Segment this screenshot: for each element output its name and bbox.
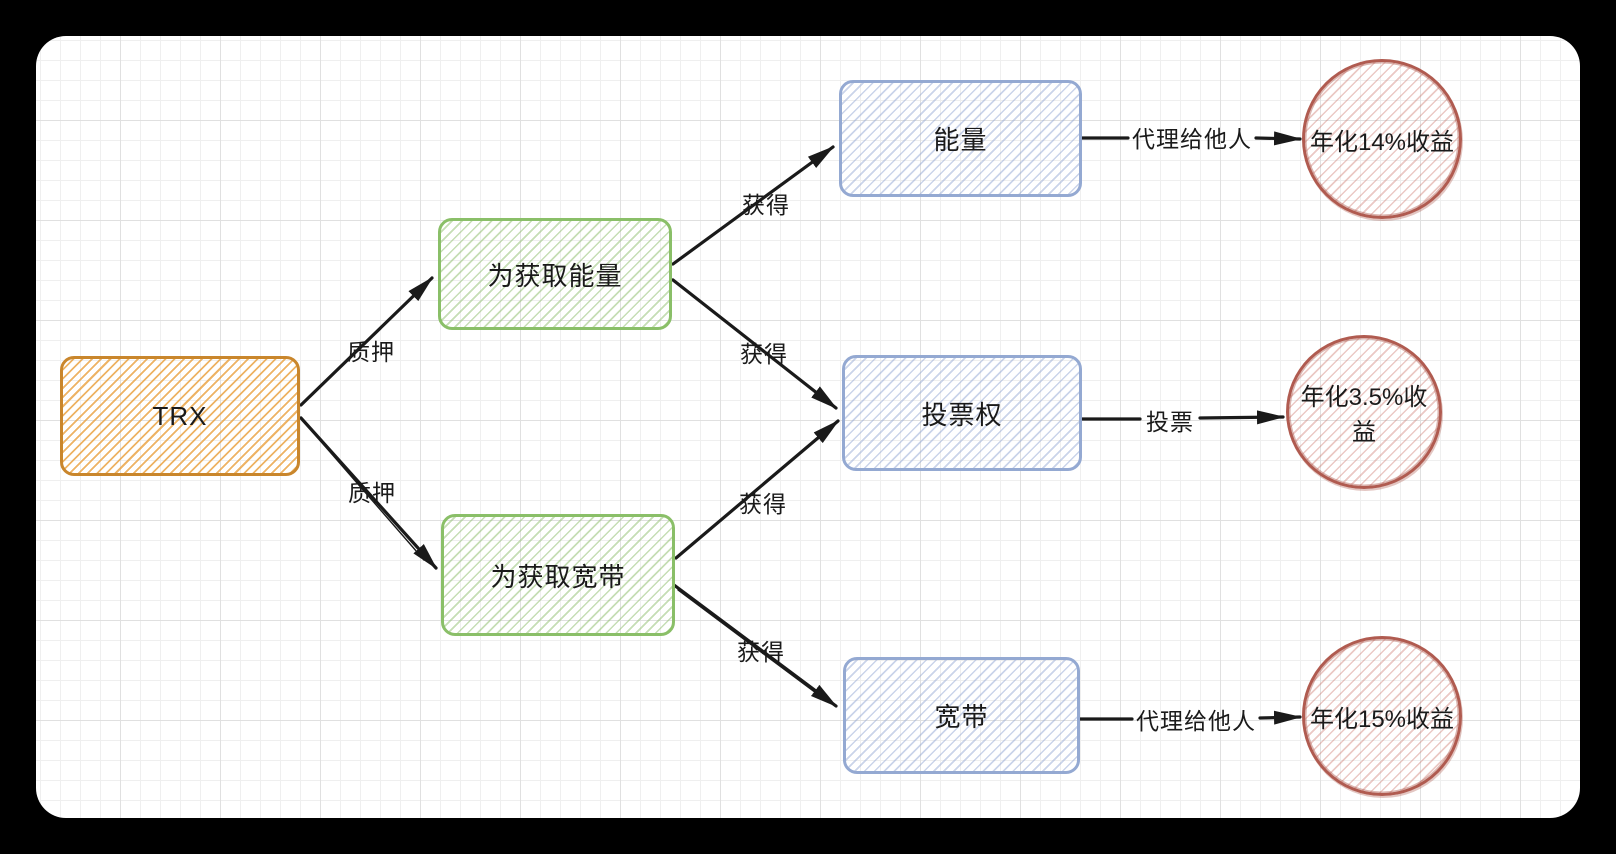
node-yield-energy-label: 年化14%收益 [1309, 128, 1455, 156]
node-bandwidth-label: 宽带 [934, 702, 989, 732]
node-trx-label: TRX [152, 400, 208, 431]
node-stake-energy[interactable]: 为获取能量 [438, 218, 672, 330]
node-yield-bandwidth[interactable]: 年化15%收益 [1302, 636, 1462, 796]
node-stake-bandwidth-label: 为获取宽带 [490, 561, 626, 592]
node-yield-vote-label: 年化3.5%收益 [1300, 384, 1428, 446]
edge-label-obtain-3: 获得 [739, 491, 787, 517]
node-energy-label: 能量 [933, 125, 988, 155]
node-trx[interactable]: TRX [60, 356, 300, 476]
edge-label-delegate-2: 代理给他人 [1136, 708, 1256, 734]
node-stake-energy-label: 为获取能量 [487, 260, 623, 291]
node-energy[interactable]: 能量 [839, 80, 1082, 197]
node-yield-vote[interactable]: 年化3.5%收益 [1286, 335, 1442, 489]
edge-label-obtain-1: 获得 [742, 192, 790, 218]
node-vote-right-label: 投票权 [921, 399, 1003, 430]
edge-label-delegate-1: 代理给他人 [1132, 126, 1252, 152]
edge-label-obtain-2: 获得 [740, 341, 788, 367]
edge-label-vote: 投票 [1146, 409, 1194, 435]
node-bandwidth[interactable]: 宽带 [843, 657, 1080, 774]
edge-label-stake-1: 质押 [347, 339, 395, 365]
node-stake-bandwidth[interactable]: 为获取宽带 [441, 514, 675, 636]
node-yield-energy[interactable]: 年化14%收益 [1302, 59, 1462, 219]
edge-label-obtain-4: 获得 [737, 639, 785, 665]
edge-label-stake-2: 质押 [348, 480, 396, 506]
node-vote-right[interactable]: 投票权 [842, 355, 1082, 471]
node-yield-bandwidth-label: 年化15%收益 [1309, 705, 1455, 733]
